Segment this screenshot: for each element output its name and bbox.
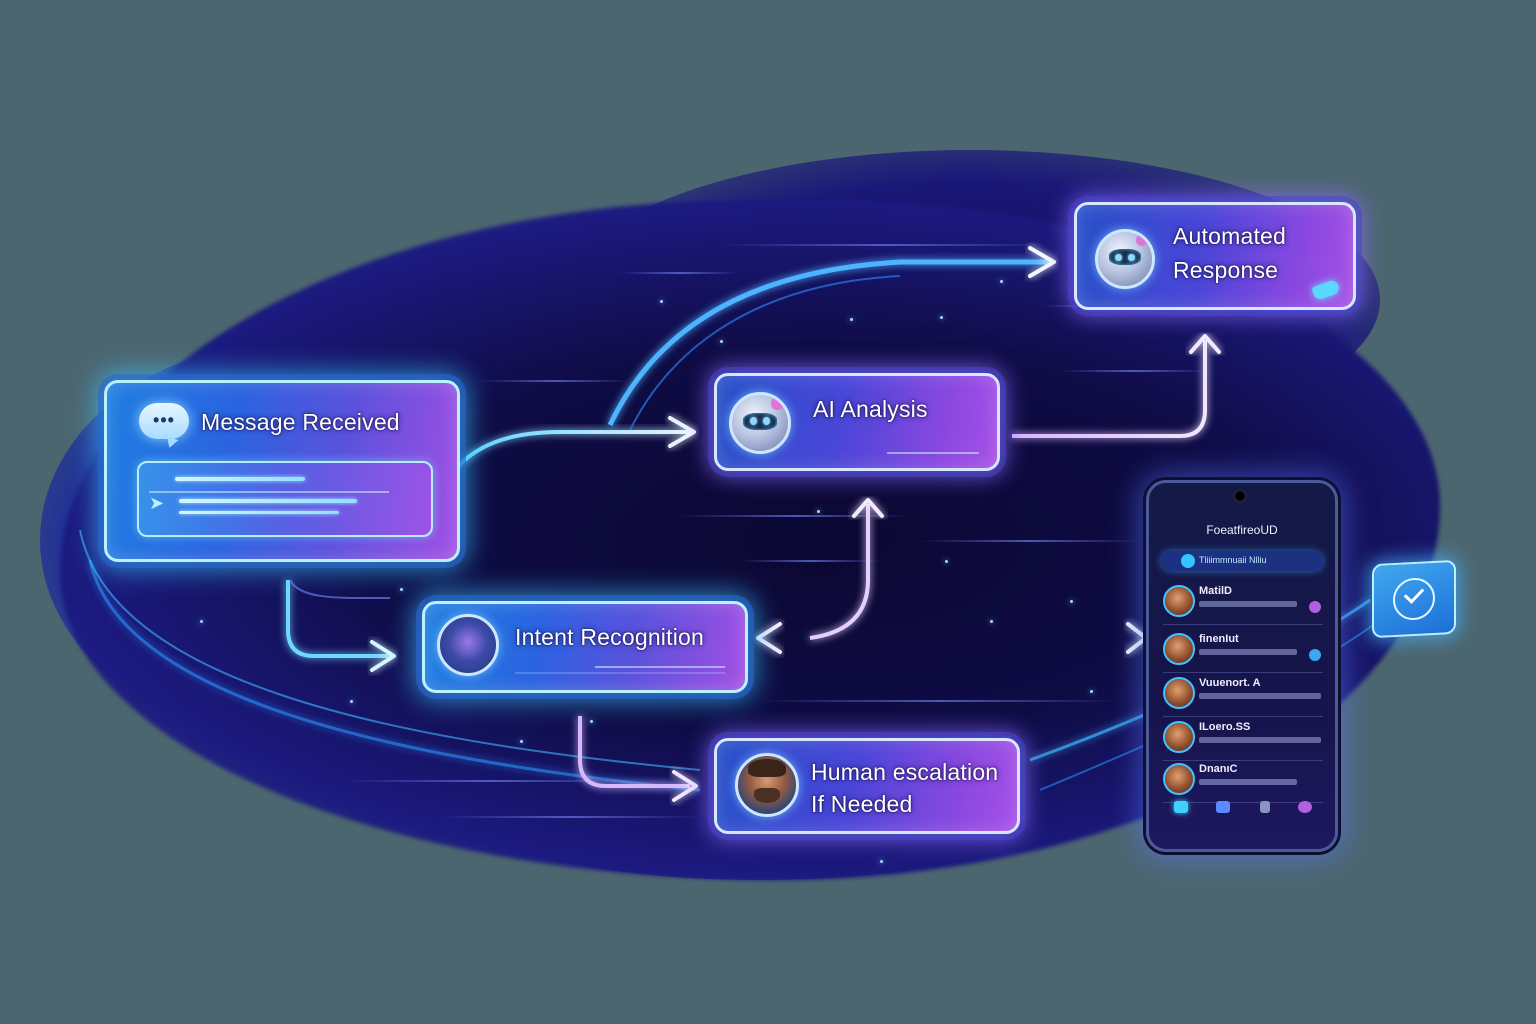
chat-bubble-icon: ••• [139,403,189,439]
send-icon [1311,278,1341,302]
robot-icon [1095,229,1155,289]
avatar [1163,633,1195,665]
phone-tab-bar [1159,801,1325,831]
node-human-escalation[interactable]: Human escalation If Needed [714,738,1020,834]
avatar [1163,721,1195,753]
tab-chats[interactable] [1163,801,1199,813]
contact-row[interactable]: finenIut [1163,631,1323,673]
circuit-trace [340,780,640,782]
unread-badge [1309,601,1321,613]
tab-profile[interactable] [1287,801,1323,813]
star-particle [1070,600,1073,603]
circuit-trace [740,560,880,562]
node-label-line1: Human escalation [811,759,999,785]
circuit-trace [720,244,1050,246]
node-automated-response[interactable]: Automated Response [1074,202,1356,310]
person-avatar-icon [735,753,799,817]
star-particle [850,318,853,321]
checkmark-icon [1393,576,1435,622]
reply-arrow-icon: ➤ [149,493,165,513]
circuit-trace [1060,370,1210,372]
progress-line [515,672,725,674]
unread-badge [1309,649,1321,661]
camera-notch [1235,491,1245,501]
contact-row[interactable]: ILoero.SS [1163,719,1323,761]
star-particle [200,620,203,623]
phone-inbox: FoeatfireoUD Tliiimmnuaii Nlliu MatilD f… [1146,480,1338,852]
star-particle [1000,280,1003,283]
progress-line [887,452,979,454]
robot-icon [729,392,791,454]
circuit-trace [760,700,1120,702]
star-particle [1090,690,1093,693]
star-particle [350,700,353,703]
star-particle [400,588,403,591]
star-particle [590,720,593,723]
progress-line [595,666,725,668]
node-ai-analysis[interactable]: AI Analysis [714,373,1000,471]
message-preview: ➤ [137,461,433,537]
node-intent-recognition[interactable]: Intent Recognition [422,601,748,693]
avatar [1163,763,1195,795]
contact-row[interactable]: MatilD [1163,583,1323,625]
circuit-trace [480,380,630,382]
node-label-line2: Response [1173,257,1279,283]
star-particle [660,300,663,303]
node-message-received[interactable]: ••• Message Received ➤ [104,380,460,562]
contact-row[interactable]: Vuuenort. A [1163,675,1323,717]
preview-line [175,477,305,481]
star-particle [880,860,883,863]
circuit-trace [680,515,910,517]
node-label: Intent Recognition [515,624,705,650]
circuit-trace [440,816,700,818]
success-badge [1372,559,1456,639]
star-particle [520,740,523,743]
avatar [1163,585,1195,617]
star-particle [945,560,948,563]
preview-divider [149,491,389,493]
node-label: Message Received [201,409,400,435]
tab-files[interactable] [1247,801,1283,813]
node-label: AI Analysis [813,396,928,422]
circuit-trace [620,272,740,274]
star-particle [720,340,723,343]
preview-line [179,499,357,503]
circuit-trace [920,540,1140,542]
node-label-line2: If Needed [811,791,913,817]
star-particle [817,510,820,513]
star-particle [990,620,993,623]
globe-icon [437,614,499,676]
node-label-line1: Automated [1173,223,1287,249]
phone-app-title: FoeatfireoUD [1206,523,1278,537]
star-particle [940,316,943,319]
search-icon [1181,554,1195,568]
avatar [1163,677,1195,709]
preview-line [179,511,339,514]
phone-search-bar[interactable]: Tliiimmnuaii Nlliu [1161,551,1323,571]
tab-contacts[interactable] [1205,801,1241,813]
contact-row[interactable]: DnanıC [1163,761,1323,803]
